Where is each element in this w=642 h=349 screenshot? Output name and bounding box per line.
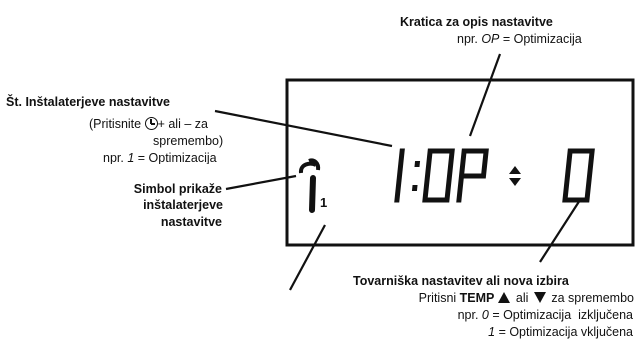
display-subscript: 1 — [320, 195, 328, 210]
top-callout-title: Kratica za opis nastavitve — [400, 15, 553, 29]
lcd-setting-readout — [394, 148, 489, 203]
leader-lines — [214, 53, 581, 291]
bottom-callout-press-after: za spremembo — [547, 291, 634, 305]
bottom-callout-press-before: Pritisni — [418, 291, 460, 305]
bottom-callout-example1-prefix: npr. — [457, 308, 482, 322]
clock-icon — [144, 117, 158, 130]
up-triangle-icon — [498, 292, 511, 303]
bottom-callout-example2: 1 = Optimizacija vključena — [488, 324, 633, 340]
bottom-callout-press: Pritisni TEMP ali za spremembo — [419, 290, 634, 306]
bottom-callout-example1-rest: = Optimizacija izključena — [488, 308, 633, 322]
left-callout-line2: spremembo) — [153, 134, 224, 148]
wrench-icon — [298, 158, 321, 213]
symbol-callout-line1: Simbol prikaže — [133, 182, 222, 196]
left-callout-example-code: 1 — [127, 151, 135, 164]
symbol-callout-line2: inštalaterjeve — [143, 198, 223, 212]
bottom-callout-example1-code: 0 — [481, 308, 489, 322]
lcd-frame — [285, 78, 635, 247]
top-callout-example-code: OP — [481, 32, 500, 46]
left-callout-line1: (Pritisnite + ali – za — [89, 116, 208, 132]
left-callout-line1-before: (Pritisnite — [89, 117, 145, 131]
bottom-callout-press-mid: ali — [512, 291, 532, 305]
top-callout-example-rest: = Optimizacija — [499, 32, 582, 46]
left-callout-example-rest: = Optimizacija — [134, 151, 217, 164]
left-callout-example: npr. 1 = Optimizacija — [103, 150, 217, 164]
up-down-arrow-icon — [509, 166, 521, 186]
top-callout-example-prefix: npr. — [457, 32, 482, 46]
bottom-callout-example2-code: 1 — [488, 325, 496, 339]
left-callout-example-prefix: npr. — [103, 151, 128, 164]
top-callout-example: npr. OP = Optimizacija — [457, 31, 582, 47]
symbol-callout-line3: nastavitve — [160, 215, 222, 229]
left-callout-line1-after: + ali – za — [157, 117, 208, 131]
lcd-value-digit — [562, 148, 595, 203]
bottom-callout-example2-rest: = Optimizacija vključena — [495, 325, 633, 339]
down-triangle-icon — [533, 292, 546, 303]
bottom-callout-title: Tovarniška nastavitev ali nova izbira — [353, 274, 569, 288]
lcd-setting-number: 1 — [0, 0, 9, 4]
left-callout-title: Št. Inštalaterjeve nastavitve — [6, 95, 170, 109]
bottom-callout-example1: npr. 0 = Optimizacija izključena — [458, 307, 633, 323]
temp-key-label: TEMP — [459, 291, 495, 305]
